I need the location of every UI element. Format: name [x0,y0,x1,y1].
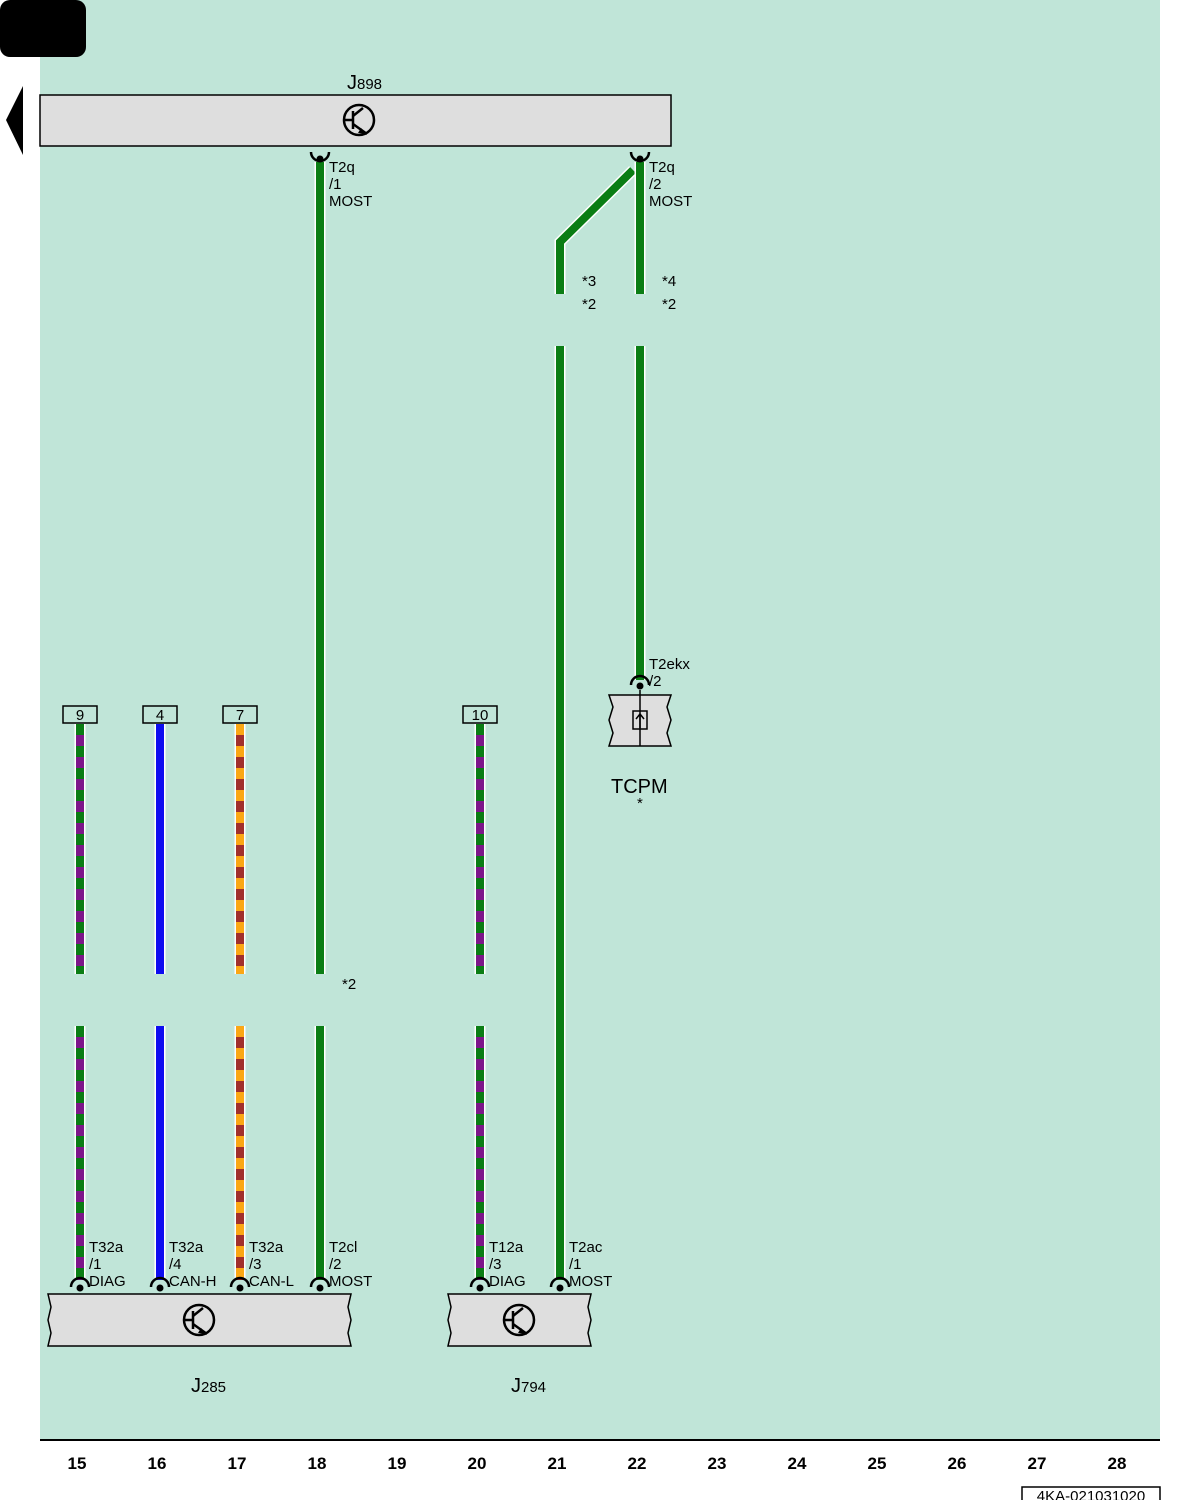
column-number: 15 [68,1454,87,1473]
column-number: 27 [1028,1454,1047,1473]
tcpm-label: TCPM [611,776,668,798]
transistor-icon [342,103,376,137]
j898-label: J898 [347,72,382,94]
column-number: 16 [148,1454,167,1473]
pin-label-t32a-3: T32a /3 CAN-L [249,1239,294,1290]
tcpm-component[interactable] [607,690,673,747]
note-col21-a: *3 [582,273,596,290]
note-col21-b: *2 [582,296,596,313]
doc-id-box: 4KA-021031020 [1021,1486,1161,1500]
column-number: 26 [948,1454,967,1473]
pin-label-t32a-1: T32a /1 DIAG [89,1239,127,1290]
note-col22-a: *4 [662,273,676,290]
column-number: 19 [388,1454,407,1473]
diagram-background [40,0,1160,1440]
column-number: 23 [708,1454,727,1473]
pin-label-t32a-4: T32a /4 CAN-H [169,1239,217,1290]
wire-ref-box: 10 [462,705,498,724]
connector-icon [309,151,651,163]
svg-text:10: 10 [472,707,489,724]
column-number: 24 [788,1454,807,1473]
column-number: 25 [868,1454,887,1473]
tcpm-note: * [637,795,643,812]
tcpm-pin-label: T2ekx /2 [649,656,694,690]
connector-icon [629,674,651,690]
module-j898[interactable] [39,94,672,147]
pin-label-t12a-3: T12a /3 DIAG [489,1239,527,1290]
pin-label-t2q-2: T2q /2 MOST [649,159,692,210]
j285-label: J285 [191,1375,226,1397]
back-arrow-icon[interactable] [6,86,23,155]
connector-icon [69,1276,571,1292]
svg-text:4KA-021031020: 4KA-021031020 [1037,1488,1145,1500]
column-number: 17 [228,1454,247,1473]
pin-label-t2cl-2: T2cl /2 MOST [329,1239,372,1290]
wire-ref-box: 9 [62,705,98,724]
pin-label-t2q-1: T2q /1 MOST [329,159,372,210]
svg-text:7: 7 [236,707,244,724]
column-number: 22 [628,1454,647,1473]
column-number: 21 [548,1454,567,1473]
wire-ref-box: 7 [222,705,258,724]
wires [74,162,646,1280]
j794-label: J794 [511,1375,546,1397]
wire[interactable] [556,167,636,294]
note-col22-b: *2 [662,296,676,313]
module-j285[interactable] [47,1293,352,1347]
transistor-icon [182,1303,216,1337]
pin-label-t2ac-1: T2ac /1 MOST [569,1239,612,1290]
column-number: 18 [308,1454,327,1473]
module-j794[interactable] [447,1293,592,1347]
svg-text:9: 9 [76,707,84,724]
note-col18: *2 [342,976,356,993]
column-number: 20 [468,1454,487,1473]
column-numbers: 15 16 17 18 19 20 21 22 23 24 25 26 27 28 [68,1454,1127,1473]
transistor-icon [502,1303,536,1337]
page-tab [0,0,86,57]
column-number: 28 [1108,1454,1127,1473]
wire-ref-box: 4 [142,705,178,724]
svg-text:4: 4 [156,707,164,724]
